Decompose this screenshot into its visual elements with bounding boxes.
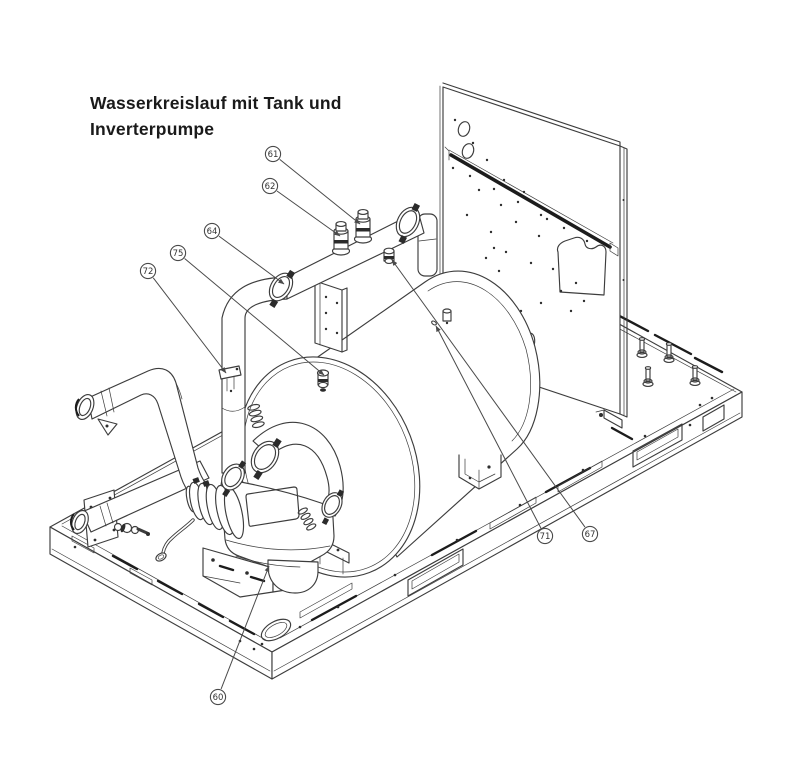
callout-71: 71: [435, 325, 554, 545]
callout-64: 64: [203, 222, 285, 285]
fitting-67: [383, 247, 395, 264]
callout-67: 67: [391, 259, 599, 543]
pipe-assembly: [218, 202, 438, 531]
tank-bracket: [314, 280, 348, 353]
svg-text:75: 75: [173, 249, 184, 259]
tank-foot: [458, 454, 502, 490]
tank-top-fitting: [442, 308, 452, 325]
vent-fitting-61: [353, 209, 373, 244]
callout-72: 72: [139, 262, 227, 374]
panel-cutout: [556, 236, 607, 296]
svg-text:67: 67: [585, 530, 596, 540]
tank-mark-71: [431, 320, 437, 326]
svg-text:64: 64: [207, 227, 218, 237]
inverter-pump: [185, 477, 350, 598]
panel-hole-dots: [451, 118, 586, 313]
pump-inlet-clamps: [185, 477, 245, 540]
drain-tube: [155, 518, 195, 562]
svg-text:61: 61: [268, 150, 279, 160]
handle-cutout: [407, 404, 725, 597]
diagram-title-line2: Inverterpumpe: [90, 119, 215, 140]
clamp-64: [268, 269, 296, 308]
panel-foot-bracket: [595, 409, 634, 441]
vertical-pipe: [221, 276, 288, 474]
svg-text:71: 71: [540, 532, 551, 542]
pipe-spring-coil: [247, 403, 265, 429]
pump-body: [220, 478, 335, 594]
vent-fitting-62: [331, 221, 351, 256]
callout-60: 60: [209, 565, 270, 706]
pump-label-plate: [245, 486, 300, 527]
inlet-pipe-lower: [70, 460, 210, 535]
diagram-title: Wasserkreislauf mit Tank und Inverterpum…: [90, 90, 342, 143]
callout-62: 62: [261, 177, 341, 237]
tee-clamps: [221, 438, 282, 497]
svg-text:60: 60: [213, 693, 224, 703]
callouts-layer: 61 62 64 75 72 71 67 60: [139, 145, 599, 706]
panel-rail: [444, 146, 619, 257]
mounting-studs: [636, 337, 701, 387]
inlet-pipes: [70, 367, 218, 562]
diagram-title-line1: Wasserkreislauf mit Tank und: [90, 93, 342, 113]
callout-75: 75: [169, 244, 325, 376]
svg-text:72: 72: [143, 267, 154, 277]
drain-valve: [113, 522, 150, 536]
callout-61: 61: [264, 145, 361, 225]
svg-text:62: 62: [265, 182, 276, 192]
pipe-clamp-right: [395, 202, 421, 244]
inlet-pipe-upper: [74, 367, 218, 510]
